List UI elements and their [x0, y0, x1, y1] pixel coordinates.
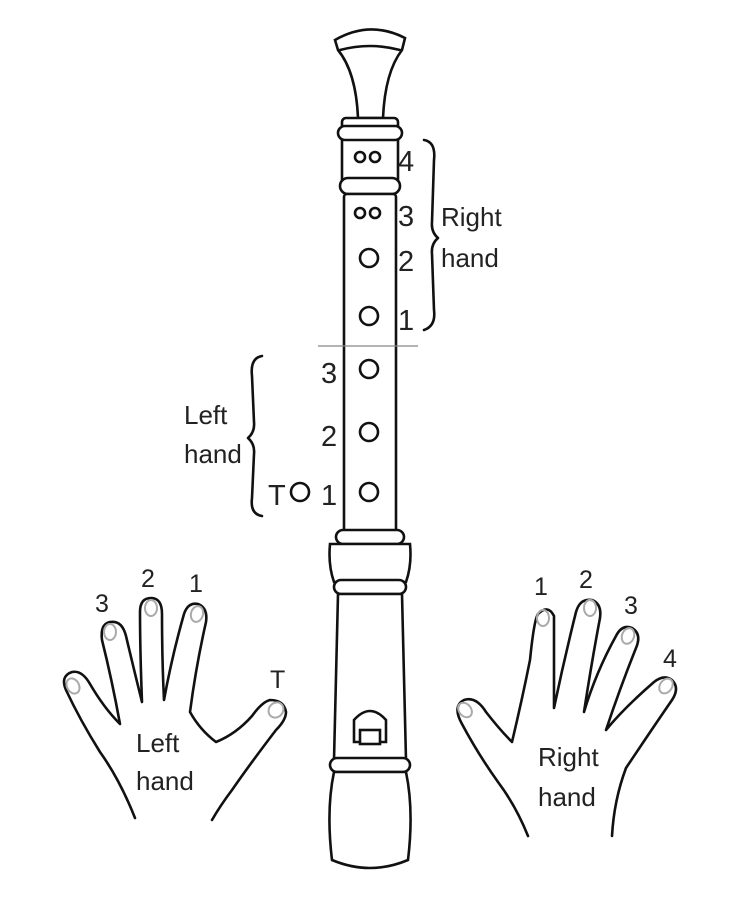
left-hand-brace: [246, 354, 264, 518]
thumb-hole-label: T: [268, 480, 286, 512]
hole-rh2: [358, 247, 380, 269]
hole-thumb: [289, 481, 311, 503]
left-hand-brace-label-line1: Left: [184, 400, 228, 430]
hole-rh3-b: [368, 206, 382, 220]
rh-hole-label-3: 3: [398, 201, 414, 233]
lh-hole-label-2: 2: [321, 421, 337, 453]
rh-hole-label-2: 2: [398, 246, 414, 278]
right-hand-brace: [422, 138, 440, 332]
right-hand-finger-2: 2: [579, 566, 593, 594]
right-hand-label-line1: Right: [538, 742, 599, 772]
left-hand-label-line1: Left: [136, 728, 180, 758]
mouthpiece: [328, 770, 412, 870]
right-hand-finger-3: 3: [624, 592, 638, 620]
right-hand-finger-1: 1: [534, 573, 548, 601]
right-hand-label-line2: hand: [538, 782, 596, 812]
rh-hole-label-1: 1: [398, 305, 414, 337]
left-hand-finger-2: 2: [141, 565, 155, 593]
hole-lh3: [358, 358, 380, 380]
left-hand-finger-thumb: T: [270, 666, 285, 694]
recorder: [289, 28, 418, 870]
hole-rh1: [358, 305, 380, 327]
right-hand-brace-label-line2: hand: [441, 243, 499, 273]
hole-rh4-b: [368, 150, 382, 164]
hole-lh2: [358, 421, 380, 443]
left-hand-brace-label-line2: hand: [184, 439, 242, 469]
left-hand-illustration: [62, 596, 288, 822]
lh-hole-label-1: 1: [321, 480, 337, 512]
hole-lh1: [358, 481, 380, 503]
right-hand-finger-4: 4: [663, 645, 677, 673]
left-hand-label-line2: hand: [136, 766, 194, 796]
left-hand-finger-3: 3: [95, 590, 109, 618]
hole-rh3-a: [353, 206, 367, 220]
lh-hole-label-3: 3: [321, 358, 337, 390]
left-hand-finger-1: 1: [189, 570, 203, 598]
left-hand-outline: [62, 596, 288, 822]
hole-rh4-a: [353, 150, 367, 164]
recorder-bell: [333, 28, 407, 120]
rh-hole-label-4: 4: [398, 146, 414, 178]
right-hand-brace-label-line1: Right: [441, 202, 502, 232]
right-hand-illustration: [456, 598, 678, 838]
